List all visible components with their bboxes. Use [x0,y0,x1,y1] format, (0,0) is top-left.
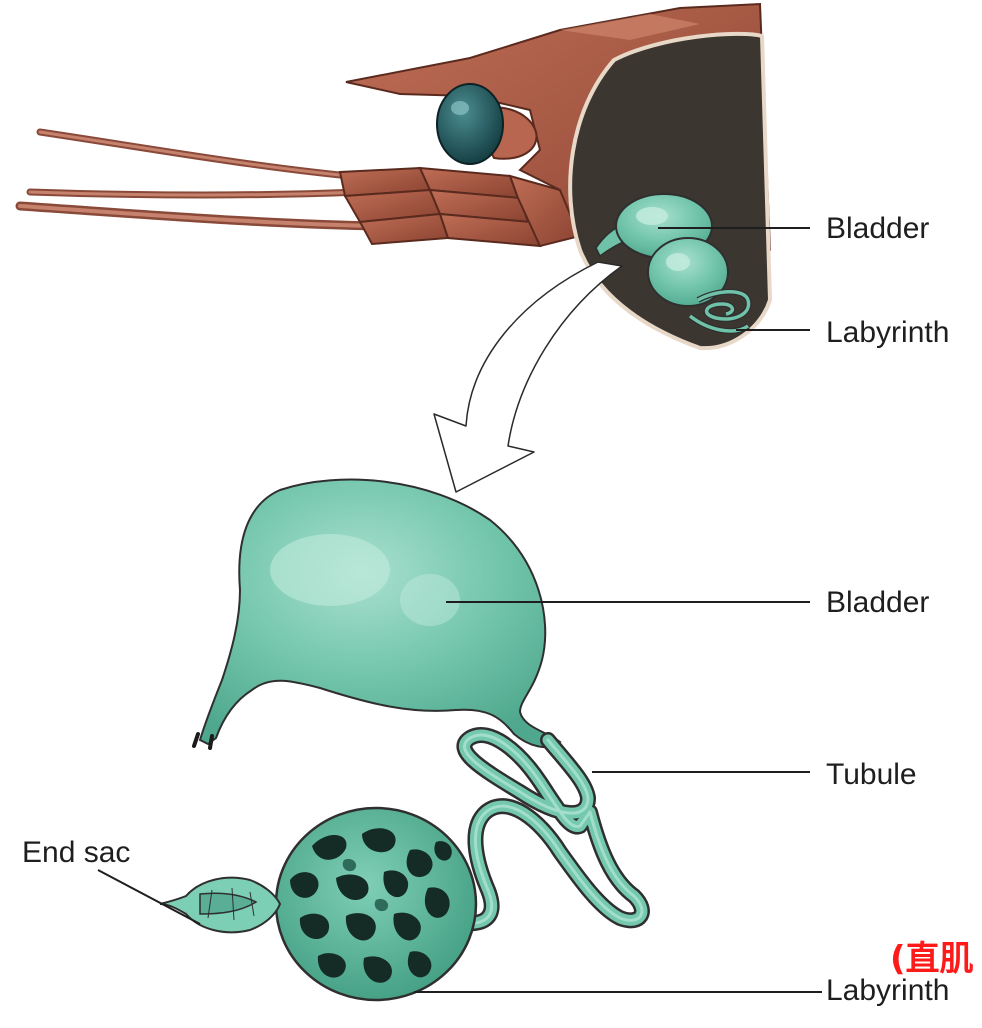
antennae [20,132,380,226]
label-tubule: Tubule [826,760,917,790]
bladder-shape [200,480,560,748]
enlarge-arrow-icon [434,262,622,492]
label-end-sac: End sac [22,838,130,868]
crustacean-head [20,4,770,348]
tubule-shape [462,735,642,923]
eye-icon [437,84,503,164]
enlarged-antennal-gland [160,480,642,1000]
overlay-annotation-text: (直肌 [890,942,974,976]
end-sac-shape [160,878,280,933]
label-bladder-lower: Bladder [826,588,929,618]
label-bladder-upper: Bladder [826,214,929,244]
labyrinth-shape [276,808,476,1000]
label-labyrinth-upper: Labyrinth [826,318,949,348]
label-labyrinth-lower: Labyrinth [826,976,949,1006]
